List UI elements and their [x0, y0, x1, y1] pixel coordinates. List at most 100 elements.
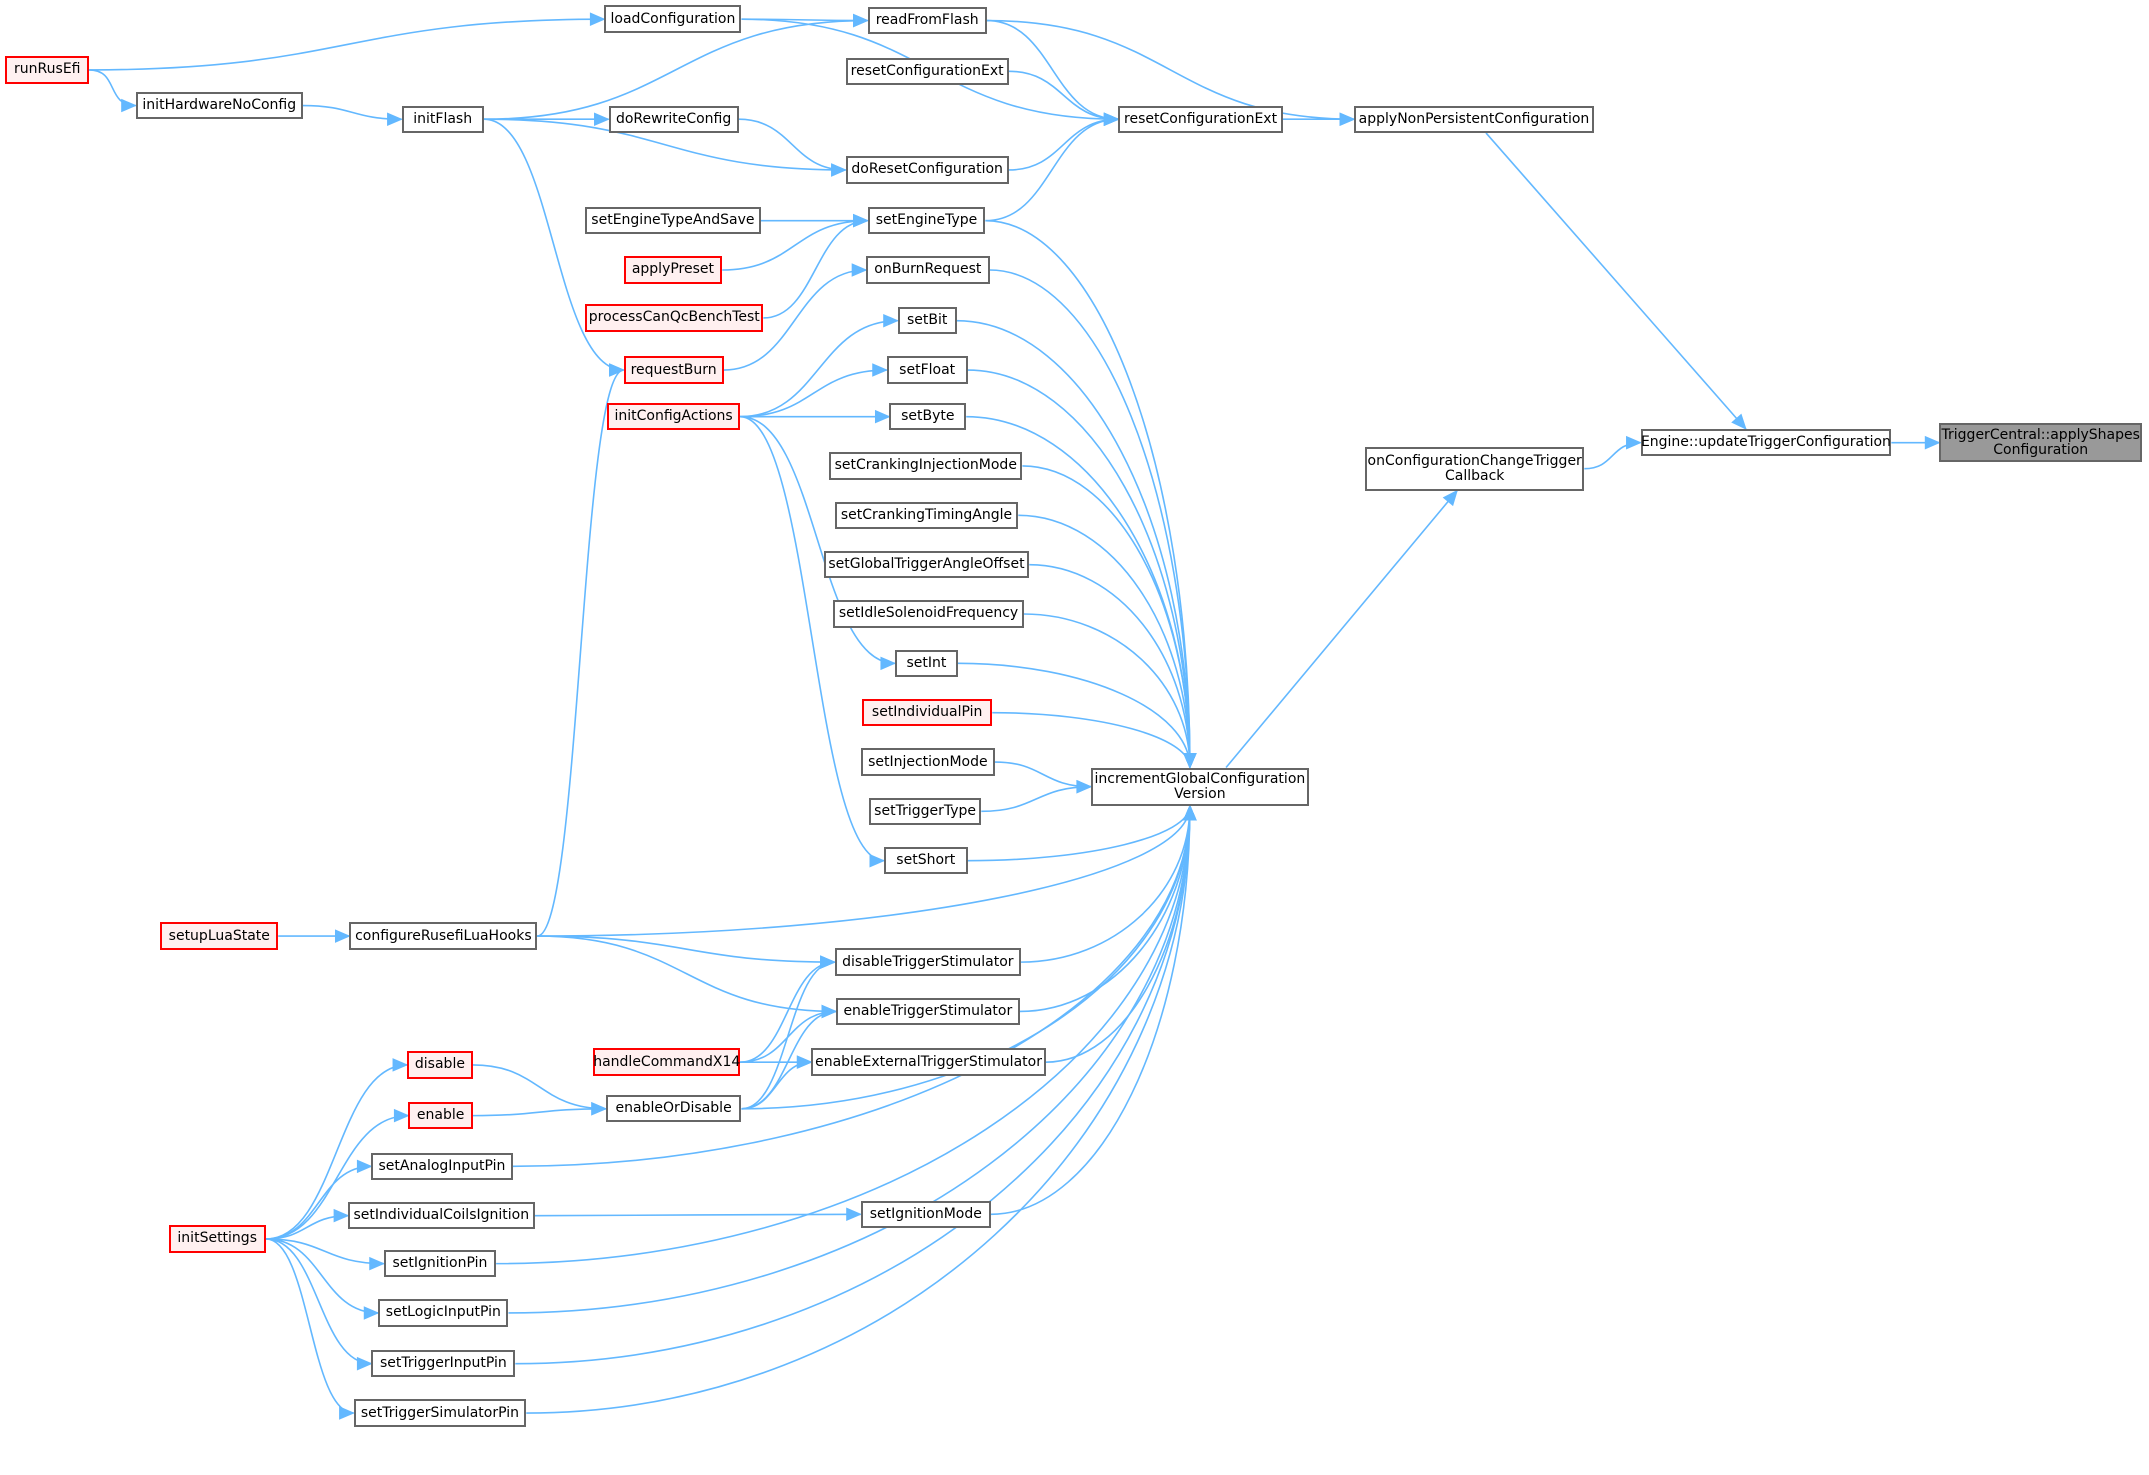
node-enable-or-disable[interactable]: enableOrDisable	[605, 1095, 742, 1123]
arrowhead-icon	[874, 409, 891, 424]
node-label: initHardwareNoConfig	[142, 97, 297, 114]
node-process-can-qc-bench-test[interactable]: processCanQcBenchTest	[585, 304, 764, 332]
node-init-config-actions[interactable]: initConfigActions	[607, 402, 741, 431]
node-label: loadConfiguration	[610, 10, 736, 27]
node-set-bit[interactable]: setBit	[897, 307, 957, 335]
node-read-from-flash[interactable]: readFromFlash	[867, 6, 987, 35]
edge-set-ignition-mode-to-increment-global-configuration-version	[990, 805, 1191, 1216]
node-label: configureRusefiLuaHooks	[355, 927, 532, 944]
node-label: Callback	[1444, 467, 1505, 484]
node-init-flash[interactable]: initFlash	[401, 105, 484, 133]
arrowhead-icon	[872, 363, 889, 377]
edge-enable-to-enable-or-disable	[472, 1107, 606, 1117]
node-label: initSettings	[177, 1230, 257, 1247]
arrowhead-icon	[821, 1004, 838, 1019]
arrowhead-icon	[853, 13, 869, 28]
node-handle-command-x14[interactable]: handleCommandX14	[593, 1048, 740, 1076]
node-label: setGlobalTriggerAngleOffset	[828, 556, 1025, 573]
arrowhead-icon	[831, 163, 847, 177]
node-set-float[interactable]: setFloat	[886, 356, 968, 384]
arrowhead-icon	[392, 1058, 409, 1072]
node-label: doRewriteConfig	[615, 110, 732, 127]
node-label: Configuration	[1993, 441, 2089, 458]
node-init-settings[interactable]: initSettings	[168, 1225, 266, 1253]
node-configure-rusefi-lua-hooks[interactable]: configureRusefiLuaHooks	[349, 922, 538, 950]
node-label: Version	[1174, 785, 1226, 802]
node-set-trigger-simulator-pin[interactable]: setTriggerSimulatorPin	[353, 1399, 527, 1427]
node-set-individual-pin[interactable]: setIndividualPin	[862, 698, 993, 727]
node-set-cranking-injection-mode[interactable]: setCrankingInjectionMode	[829, 452, 1023, 480]
node-set-injection-mode[interactable]: setInjectionMode	[860, 748, 995, 776]
node-label: setIdleSolenoidFrequency	[838, 605, 1019, 622]
node-set-trigger-type[interactable]: setTriggerType	[868, 797, 982, 826]
arrowhead-icon	[589, 12, 606, 26]
edge-init-hardware-no-config-to-init-flash	[302, 104, 402, 121]
node-label: applyPreset	[631, 261, 715, 278]
node-load-configuration[interactable]: loadConfiguration	[604, 5, 742, 33]
edge-disable-to-enable-or-disable	[472, 1064, 606, 1110]
edge-configure-rusefi-lua-hooks-to-increment-global-configuration-version	[537, 805, 1191, 937]
node-set-engine-type-and-save[interactable]: setEngineTypeAndSave	[585, 206, 761, 235]
node-label: processCanQcBenchTest	[588, 309, 760, 326]
node-run-rus-efi[interactable]: runRusEfi	[5, 56, 90, 84]
node-set-byte[interactable]: setByte	[889, 402, 967, 431]
node-apply-non-persistent-configuration[interactable]: applyNonPersistentConfiguration	[1354, 105, 1594, 133]
node-enable[interactable]: enable	[408, 1101, 473, 1130]
edge-run-rus-efi-to-load-configuration	[89, 18, 605, 71]
node-set-individual-coils-ignition[interactable]: setIndividualCoilsIgnition	[348, 1201, 535, 1230]
node-reset-configuration-ext2[interactable]: resetConfigurationExt	[845, 57, 1009, 85]
node-set-logic-input-pin[interactable]: setLogicInputPin	[378, 1299, 509, 1327]
arrowhead-icon	[594, 112, 610, 126]
node-label: resetConfigurationExt	[850, 62, 1004, 79]
node-label: incrementGlobalConfiguration	[1094, 770, 1306, 787]
node-set-ignition-mode[interactable]: setIgnitionMode	[860, 1200, 991, 1228]
node-setup-lua-state[interactable]: setupLuaState	[160, 922, 279, 950]
edge-set-engine-type-to-reset-configuration-ext	[985, 118, 1119, 222]
edge-disable-trigger-stimulator-to-increment-global-configuration-version	[1021, 805, 1191, 963]
edge-on-burn-request-to-increment-global-configuration-version	[989, 269, 1191, 768]
edge-configure-rusefi-lua-hooks-to-enable-trigger-stimulator	[537, 935, 837, 1013]
node-set-idle-solenoid-frequency[interactable]: setIdleSolenoidFrequency	[833, 600, 1024, 628]
edge-configure-rusefi-lua-hooks-to-request-burn	[537, 369, 624, 937]
node-reset-configuration-ext[interactable]: resetConfigurationExt	[1118, 105, 1283, 133]
node-set-trigger-input-pin[interactable]: setTriggerInputPin	[371, 1349, 516, 1378]
node-set-cranking-timing-angle[interactable]: setCrankingTimingAngle	[834, 501, 1019, 530]
node-label: enableOrDisable	[615, 1100, 732, 1117]
node-label: setEngineType	[875, 212, 978, 229]
arrowhead-icon	[1731, 413, 1747, 430]
node-enable-external-trigger-stimulator[interactable]: enableExternalTriggerStimulator	[811, 1048, 1046, 1076]
edge-init-config-actions-to-set-int	[740, 415, 895, 665]
node-on-burn-request[interactable]: onBurnRequest	[866, 256, 990, 284]
arrowhead-icon	[846, 1207, 862, 1222]
edge-set-logic-input-pin-to-increment-global-configuration-version	[508, 805, 1191, 1314]
node-init-hardware-no-config[interactable]: initHardwareNoConfig	[135, 91, 303, 120]
edge-do-reset-configuration-to-reset-configuration-ext	[1008, 118, 1119, 171]
node-set-engine-type[interactable]: setEngineType	[867, 206, 986, 235]
edge-set-bit-to-increment-global-configuration-version	[956, 319, 1191, 768]
node-update-trigger-configuration[interactable]: Engine::updateTriggerConfiguration	[1640, 428, 1892, 457]
node-label: setByte	[901, 408, 955, 425]
node-do-rewrite-config[interactable]: doRewriteConfig	[608, 105, 739, 133]
node-label: onBurnRequest	[874, 261, 982, 278]
node-request-burn[interactable]: requestBurn	[623, 356, 724, 384]
edge-init-config-actions-to-set-short	[740, 415, 885, 862]
arrowhead-icon	[1626, 435, 1642, 450]
edge-set-individual-coils-ignition-to-set-ignition-mode	[534, 1213, 861, 1217]
node-do-reset-configuration[interactable]: doResetConfiguration	[845, 156, 1009, 184]
node-set-analog-input-pin[interactable]: setAnalogInputPin	[371, 1152, 513, 1181]
node-disable[interactable]: disable	[407, 1051, 473, 1079]
node-set-global-trigger-angle-offset[interactable]: setGlobalTriggerAngleOffset	[823, 550, 1030, 579]
edge-set-global-trigger-angle-offset-to-increment-global-configuration-version	[1029, 563, 1191, 768]
arrowhead-icon	[820, 955, 836, 969]
node-set-short[interactable]: setShort	[883, 846, 968, 875]
node-label: setLogicInputPin	[385, 1304, 501, 1321]
node-set-ignition-pin[interactable]: setIgnitionPin	[383, 1249, 497, 1278]
arrowhead-icon	[591, 1102, 608, 1116]
node-disable-trigger-stimulator[interactable]: disableTriggerStimulator	[834, 948, 1022, 976]
node-apply-preset[interactable]: applyPreset	[623, 256, 723, 284]
node-set-int[interactable]: setInt	[894, 649, 958, 678]
node-enable-trigger-stimulator[interactable]: enableTriggerStimulator	[836, 997, 1020, 1026]
